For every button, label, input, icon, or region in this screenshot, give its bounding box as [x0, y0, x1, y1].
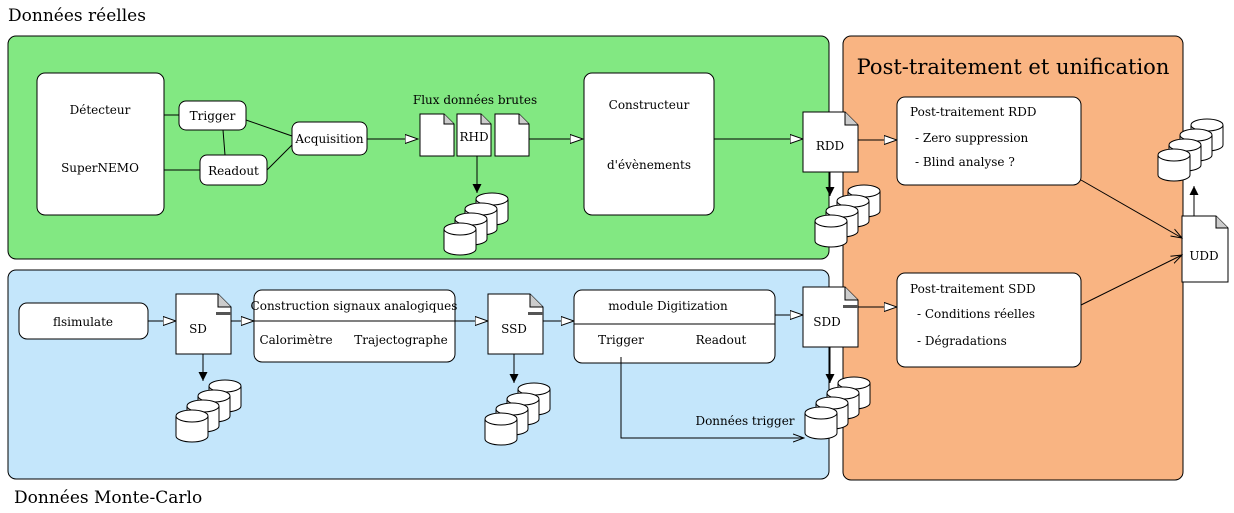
post-rdd-title: Post-traitement RDD [910, 105, 1036, 119]
flsimulate-box: flsimulate [18, 302, 149, 340]
udd-file-icon [1181, 215, 1229, 283]
digitization-title: module Digitization [608, 299, 728, 313]
raw-file-1-icon [419, 113, 455, 157]
real-data-title: Données réelles [8, 6, 146, 26]
construction-title: Construction signaux analogiques [251, 299, 458, 313]
rdd-label: RDD [816, 139, 844, 153]
acquisition-box: Acquisition [291, 121, 368, 156]
readout-box: Readout [199, 154, 268, 186]
detecteur-label: Détecteur [70, 103, 131, 117]
monte-carlo-title: Données Monte-Carlo [14, 488, 203, 508]
sd-file-icon [175, 293, 232, 355]
digitization-box: module Digitization Trigger Readout [573, 289, 776, 364]
acquisition-label: Acquisition [294, 132, 364, 146]
rhd-label: RHD [459, 130, 488, 144]
digitization-readout-label: Readout [696, 333, 747, 347]
donnees-trigger-label: Données trigger [695, 414, 794, 428]
detector-connectors [164, 114, 293, 171]
rhd-file-icon [456, 113, 492, 157]
post-rdd-item1: - Zero suppression [915, 131, 1029, 145]
digitization-trigger-label: Trigger [598, 333, 644, 347]
detecteur-box: Détecteur SuperNEMO [36, 72, 165, 216]
post-processing-title: Post-traitement et unification [857, 55, 1170, 79]
trigger-label: Trigger [190, 109, 236, 123]
rdd-file-icon [802, 111, 859, 173]
post-sdd-title: Post-traitement SDD [910, 282, 1036, 296]
rhd-storage-icon [443, 192, 509, 256]
sdd-label: SDD [813, 315, 840, 329]
raw-file-3-icon [494, 113, 530, 157]
post-sdd-item1: - Conditions réelles [917, 307, 1035, 321]
trajectographe-label: Trajectographe [354, 333, 448, 347]
evenements-label: d'évènements [607, 158, 691, 172]
post-sdd-item2: - Dégradations [917, 334, 1007, 348]
construction-box: Construction signaux analogiques Calorim… [251, 289, 458, 363]
arrow-post-sdd-to-udd [1080, 255, 1182, 306]
arrow-post-rdd-to-udd [1080, 179, 1182, 238]
ssd-storage-icon [484, 382, 551, 446]
arrow-trigger-data [620, 357, 804, 438]
sd-label: SD [189, 322, 207, 336]
post-rdd-box: Post-traitement RDD - Zero suppression -… [896, 96, 1082, 186]
sd-storage-icon [175, 379, 242, 443]
sdd-storage-icon [804, 376, 871, 440]
flux-label: Flux données brutes [413, 93, 537, 107]
ssd-file-icon [487, 293, 544, 355]
readout-label: Readout [208, 164, 259, 178]
post-rdd-item2: - Blind analyse ? [915, 155, 1015, 169]
sdd-file-icon [802, 286, 859, 348]
trigger-box: Trigger [178, 100, 247, 131]
flsimulate-label: flsimulate [53, 315, 113, 329]
rdd-storage-icon [814, 184, 881, 248]
calorimetre-label: Calorimètre [259, 333, 332, 347]
udd-storage-icon [1157, 118, 1224, 182]
constructeur-box: Constructeur d'évènements [583, 72, 715, 216]
post-sdd-box: Post-traitement SDD - Conditions réelles… [896, 272, 1082, 368]
constructeur-label: Constructeur [609, 98, 690, 112]
ssd-label: SSD [501, 322, 527, 336]
supernemo-label: SuperNEMO [61, 161, 139, 175]
udd-label: UDD [1189, 249, 1218, 263]
